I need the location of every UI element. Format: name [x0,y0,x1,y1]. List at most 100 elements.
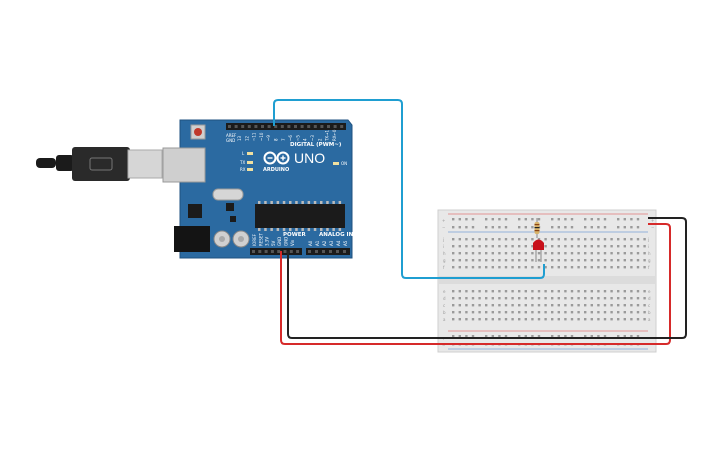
terminal-hole[interactable] [570,252,574,255]
terminal-hole[interactable] [511,252,514,255]
rail-hole[interactable] [458,335,461,338]
terminal-hole[interactable] [465,266,468,269]
terminal-hole[interactable] [623,238,626,241]
terminal-hole[interactable] [577,266,580,269]
terminal-hole[interactable] [458,311,461,314]
terminal-hole[interactable] [471,259,475,262]
terminal-hole[interactable] [531,259,534,262]
terminal-hole[interactable] [564,304,567,307]
terminal-hole[interactable] [564,297,567,300]
rail-hole[interactable] [471,335,475,338]
terminal-hole[interactable] [478,252,481,255]
terminal-hole[interactable] [551,318,554,321]
terminal-hole[interactable] [465,259,468,262]
terminal-hole[interactable] [518,238,521,241]
terminal-hole[interactable] [584,252,587,255]
rail-hole[interactable] [623,335,626,338]
terminal-hole[interactable] [570,238,574,241]
terminal-hole[interactable] [478,297,481,300]
terminal-hole[interactable] [544,259,547,262]
terminal-hole[interactable] [570,311,574,314]
header-hole[interactable] [327,125,330,128]
terminal-hole[interactable] [577,318,580,321]
terminal-hole[interactable] [590,297,593,300]
wire-red-5v[interactable] [280,223,671,345]
terminal-hole[interactable] [590,245,593,248]
terminal-hole[interactable] [471,311,475,314]
rail-hole[interactable] [564,335,567,338]
terminal-hole[interactable] [630,245,633,248]
terminal-hole[interactable] [511,318,514,321]
rail-hole[interactable] [603,335,607,338]
terminal-hole[interactable] [564,245,567,248]
terminal-hole[interactable] [544,311,547,314]
rail-hole[interactable] [551,335,554,338]
header-hole[interactable] [336,250,339,253]
terminal-hole[interactable] [643,252,646,255]
rail-hole[interactable] [630,335,633,338]
terminal-hole[interactable] [465,318,468,321]
resistor[interactable] [534,218,540,238]
terminal-hole[interactable] [537,266,541,269]
terminal-hole[interactable] [636,266,640,269]
header-hole[interactable] [264,250,268,253]
rail-hole[interactable] [636,218,640,221]
terminal-hole[interactable] [557,245,560,248]
header-hole[interactable] [283,250,287,253]
terminal-hole[interactable] [511,297,514,300]
rail-hole[interactable] [564,226,567,229]
header-hole[interactable] [252,250,255,253]
terminal-hole[interactable] [610,238,613,241]
terminal-hole[interactable] [617,318,620,321]
header-hole[interactable] [277,250,281,253]
terminal-hole[interactable] [623,297,626,300]
terminal-hole[interactable] [603,318,607,321]
terminal-hole[interactable] [524,252,527,255]
terminal-hole[interactable] [577,238,580,241]
terminal-hole[interactable] [636,318,640,321]
terminal-hole[interactable] [590,318,593,321]
terminal-hole[interactable] [458,290,461,293]
rail-hole[interactable] [617,218,620,221]
terminal-hole[interactable] [491,290,494,293]
terminal-hole[interactable] [524,297,527,300]
terminal-hole[interactable] [636,252,640,255]
terminal-hole[interactable] [551,259,554,262]
terminal-hole[interactable] [524,238,527,241]
terminal-hole[interactable] [551,311,554,314]
terminal-hole[interactable] [623,318,626,321]
rail-hole[interactable] [590,218,593,221]
terminal-hole[interactable] [630,238,633,241]
rail-hole[interactable] [623,226,626,229]
terminal-hole[interactable] [452,238,455,241]
rail-hole[interactable] [498,335,501,338]
terminal-hole[interactable] [584,297,587,300]
terminal-hole[interactable] [603,259,607,262]
terminal-hole[interactable] [643,238,646,241]
terminal-hole[interactable] [518,318,521,321]
terminal-hole[interactable] [485,266,488,269]
rail-hole[interactable] [531,226,534,229]
terminal-hole[interactable] [465,290,468,293]
terminal-hole[interactable] [518,245,521,248]
terminal-hole[interactable] [531,238,534,241]
header-hole[interactable] [289,250,293,253]
terminal-hole[interactable] [570,318,574,321]
rail-hole[interactable] [485,226,488,229]
terminal-hole[interactable] [511,259,514,262]
terminal-hole[interactable] [511,304,514,307]
rail-hole[interactable] [584,335,587,338]
terminal-hole[interactable] [603,245,607,248]
terminal-hole[interactable] [630,318,633,321]
header-hole[interactable] [329,250,332,253]
terminal-hole[interactable] [610,297,613,300]
terminal-hole[interactable] [458,297,461,300]
terminal-hole[interactable] [603,238,607,241]
header-hole[interactable] [270,250,274,253]
terminal-hole[interactable] [564,259,567,262]
terminal-hole[interactable] [524,311,527,314]
rail-hole[interactable] [597,218,600,221]
terminal-hole[interactable] [630,311,633,314]
rail-hole[interactable] [465,335,468,338]
